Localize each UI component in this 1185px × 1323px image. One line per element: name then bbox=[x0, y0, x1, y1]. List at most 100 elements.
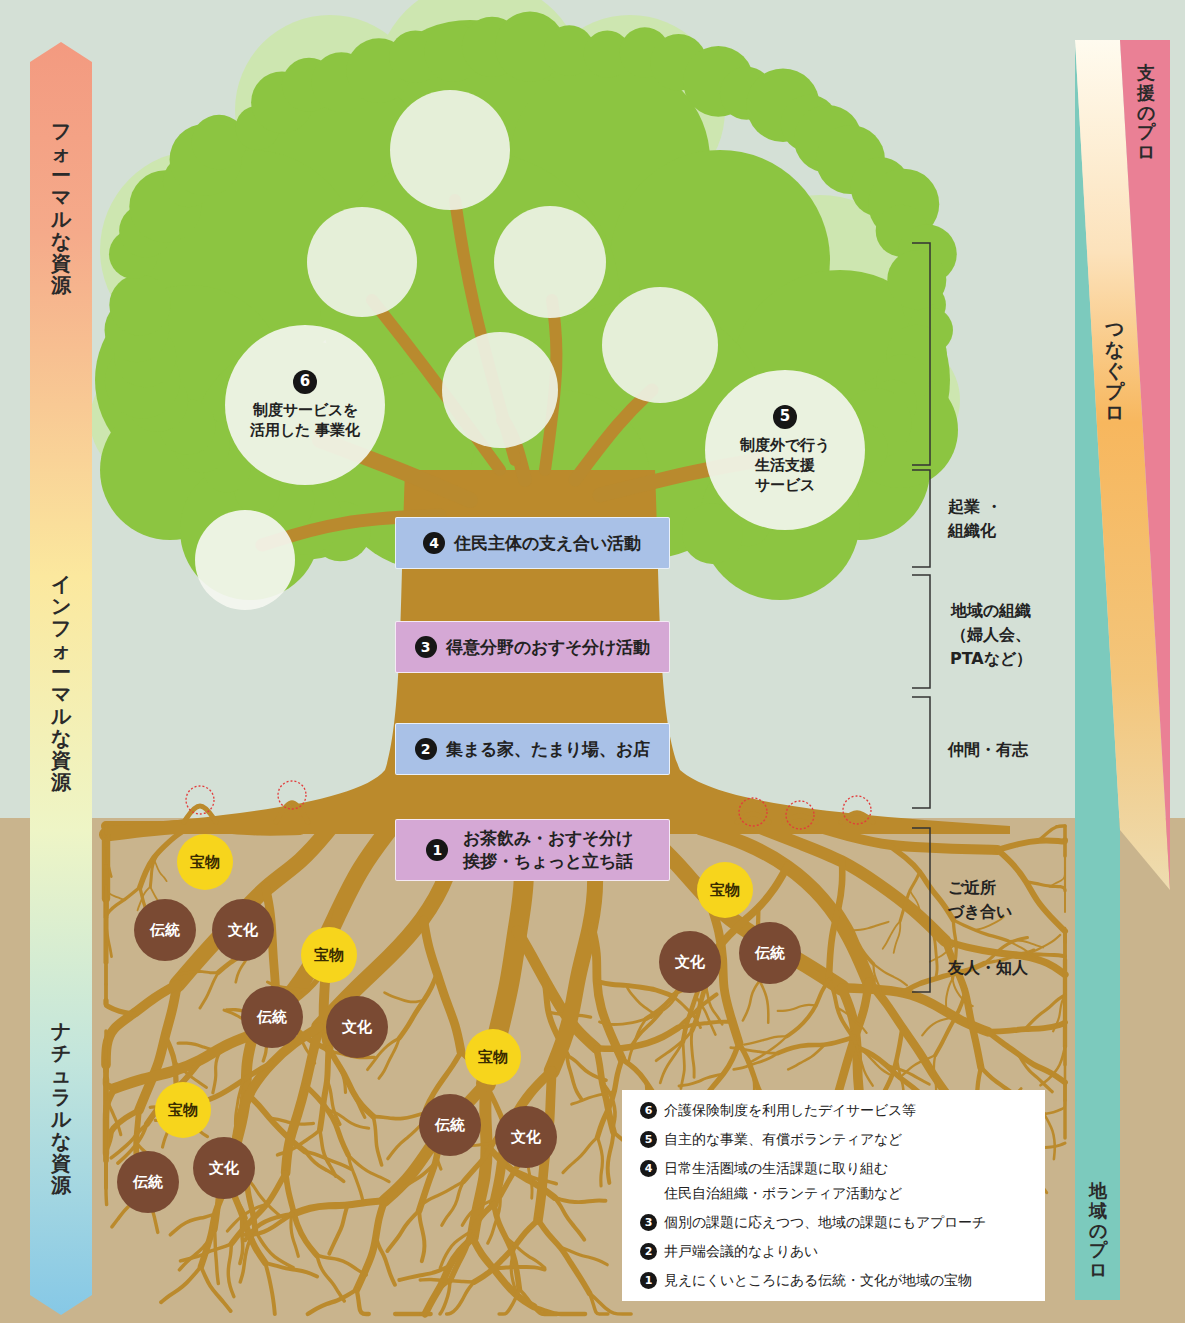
tree-root bbox=[591, 927, 622, 1059]
tree-root bbox=[608, 1132, 614, 1183]
bracket-label: ご近所 づき合い bbox=[948, 876, 1018, 924]
callout-number: 4 bbox=[640, 1160, 657, 1177]
tree-root bbox=[567, 1055, 582, 1099]
tree-root bbox=[1064, 825, 1066, 827]
callout-number: 3 bbox=[640, 1214, 657, 1231]
tree-root bbox=[1040, 826, 1065, 840]
tree-root bbox=[104, 1061, 108, 1080]
tree-crown bbox=[682, 503, 743, 564]
heritage-circle: 文化 bbox=[212, 899, 274, 961]
axis-label: フォーマルな資源 bbox=[51, 120, 71, 296]
bracket bbox=[912, 243, 930, 465]
tree-root bbox=[519, 1289, 552, 1314]
tree-root bbox=[105, 849, 107, 858]
heritage-circle: 文化 bbox=[495, 1106, 557, 1168]
tree-crown bbox=[887, 250, 946, 309]
activity-box: 2集まる家、たまり場、お店 bbox=[395, 723, 670, 775]
tree-root bbox=[228, 1244, 234, 1297]
tree-root bbox=[104, 1119, 108, 1156]
tree-root bbox=[998, 840, 1065, 850]
callout-number: 6 bbox=[293, 370, 317, 394]
tree-trunk bbox=[110, 470, 1010, 834]
bracket-label: 友人・知人 bbox=[948, 956, 1028, 980]
tree-root bbox=[247, 1178, 279, 1215]
tree-root bbox=[421, 1281, 450, 1314]
tree-root bbox=[106, 1001, 134, 1015]
tree-root bbox=[744, 1036, 786, 1044]
tree-root bbox=[596, 981, 670, 995]
tree-root bbox=[1026, 935, 1061, 954]
tree-root bbox=[597, 1059, 621, 1137]
tree-root bbox=[1025, 996, 1064, 1029]
support-pro-band bbox=[1120, 40, 1170, 890]
tree-root bbox=[200, 973, 218, 1008]
circle-label: 制度外で行う 生活支援 サービス bbox=[737, 435, 833, 496]
heritage-circle: 伝統 bbox=[117, 1151, 179, 1213]
treasure-circle: 宝物 bbox=[301, 927, 357, 983]
tree-root bbox=[373, 1114, 422, 1119]
tree-root bbox=[1009, 941, 1040, 959]
tree-root bbox=[1050, 869, 1065, 887]
circle-label: 宝物 bbox=[314, 945, 344, 965]
tree-root bbox=[651, 987, 680, 1018]
tree-root bbox=[346, 1076, 365, 1117]
circle-label: 文化 bbox=[342, 1017, 372, 1037]
tree-root bbox=[734, 1053, 778, 1069]
tree-root bbox=[104, 1083, 108, 1099]
tree-root bbox=[293, 1201, 385, 1214]
callout-number: 6 bbox=[640, 1102, 657, 1119]
tree-root bbox=[245, 1214, 292, 1240]
tree-root bbox=[829, 860, 842, 980]
callout-number: 5 bbox=[640, 1131, 657, 1148]
tree-root bbox=[778, 1037, 855, 1053]
tree-root bbox=[328, 1110, 369, 1128]
tree-root bbox=[1027, 882, 1065, 891]
legend-text: 見えにくいところにある伝統・文化が地域の宝物 bbox=[664, 1268, 972, 1293]
bracket bbox=[912, 828, 930, 992]
band-label: 地域のプロ bbox=[1089, 1181, 1107, 1280]
resource-bar bbox=[30, 42, 92, 1315]
tree-root bbox=[474, 1220, 538, 1282]
dotted-circle bbox=[278, 781, 306, 809]
tree-root bbox=[199, 1063, 271, 1103]
tree-root bbox=[561, 1247, 607, 1264]
tree-root bbox=[357, 1290, 369, 1315]
legend-entry: 6 介護保険制度を利用したデイサービス等 bbox=[640, 1098, 1035, 1123]
box-label: お茶飲み・おすそ分け 挨拶・ちょっと立ち話 bbox=[457, 827, 637, 873]
tree-root bbox=[420, 1182, 463, 1206]
tree-root bbox=[419, 1211, 424, 1262]
bracket-label: 仲間・有志 bbox=[948, 738, 1028, 762]
circle-label: 伝統 bbox=[257, 1007, 287, 1027]
tree-root bbox=[1063, 826, 1067, 840]
tree-root bbox=[106, 985, 177, 1065]
band-label: つなぐプロ bbox=[1105, 318, 1124, 422]
tree-root bbox=[760, 981, 769, 1023]
legend-marker: 2 bbox=[640, 1243, 657, 1260]
box-label: 得意分野のおすそ分け活動 bbox=[446, 636, 650, 659]
circle-label: 文化 bbox=[511, 1127, 541, 1147]
tree-root bbox=[105, 826, 108, 828]
tree-root bbox=[329, 1206, 347, 1254]
tree-root bbox=[317, 1255, 344, 1301]
bracket-label: 起業 ・組織化 bbox=[948, 495, 1018, 543]
callout-number: 5 bbox=[773, 405, 797, 429]
legend-text: 日常生活圏域の生活課題に取り組む 住民自治組織・ボランティア活動など bbox=[664, 1156, 910, 1206]
axis-label: インフォーマルな資源 bbox=[51, 573, 71, 793]
tree-root bbox=[329, 1048, 374, 1116]
circle-label: 宝物 bbox=[478, 1047, 508, 1067]
legend-text: 介護保険制度を利用したデイサービス等 bbox=[664, 1098, 916, 1123]
tree-root bbox=[1064, 956, 1066, 976]
tree-root bbox=[105, 886, 107, 891]
legend-marker: 6 bbox=[640, 1102, 657, 1119]
tree-root bbox=[1044, 1101, 1065, 1114]
legend-entry: 3個別の課題に応えつつ、地域の課題にもアプローチ bbox=[640, 1210, 1035, 1235]
callout-number: 1 bbox=[426, 839, 448, 861]
circle-label: 宝物 bbox=[168, 1100, 198, 1120]
tree-root bbox=[399, 973, 437, 1038]
tree-root bbox=[1040, 1047, 1065, 1086]
legend-box: 6介護保険制度を利用したデイサービス等5自主的な事業、有償ボランティアなど4日常… bbox=[622, 1090, 1045, 1301]
empty-circle bbox=[442, 332, 558, 448]
tree-root bbox=[563, 1137, 597, 1172]
tree-roots bbox=[106, 826, 1065, 1314]
